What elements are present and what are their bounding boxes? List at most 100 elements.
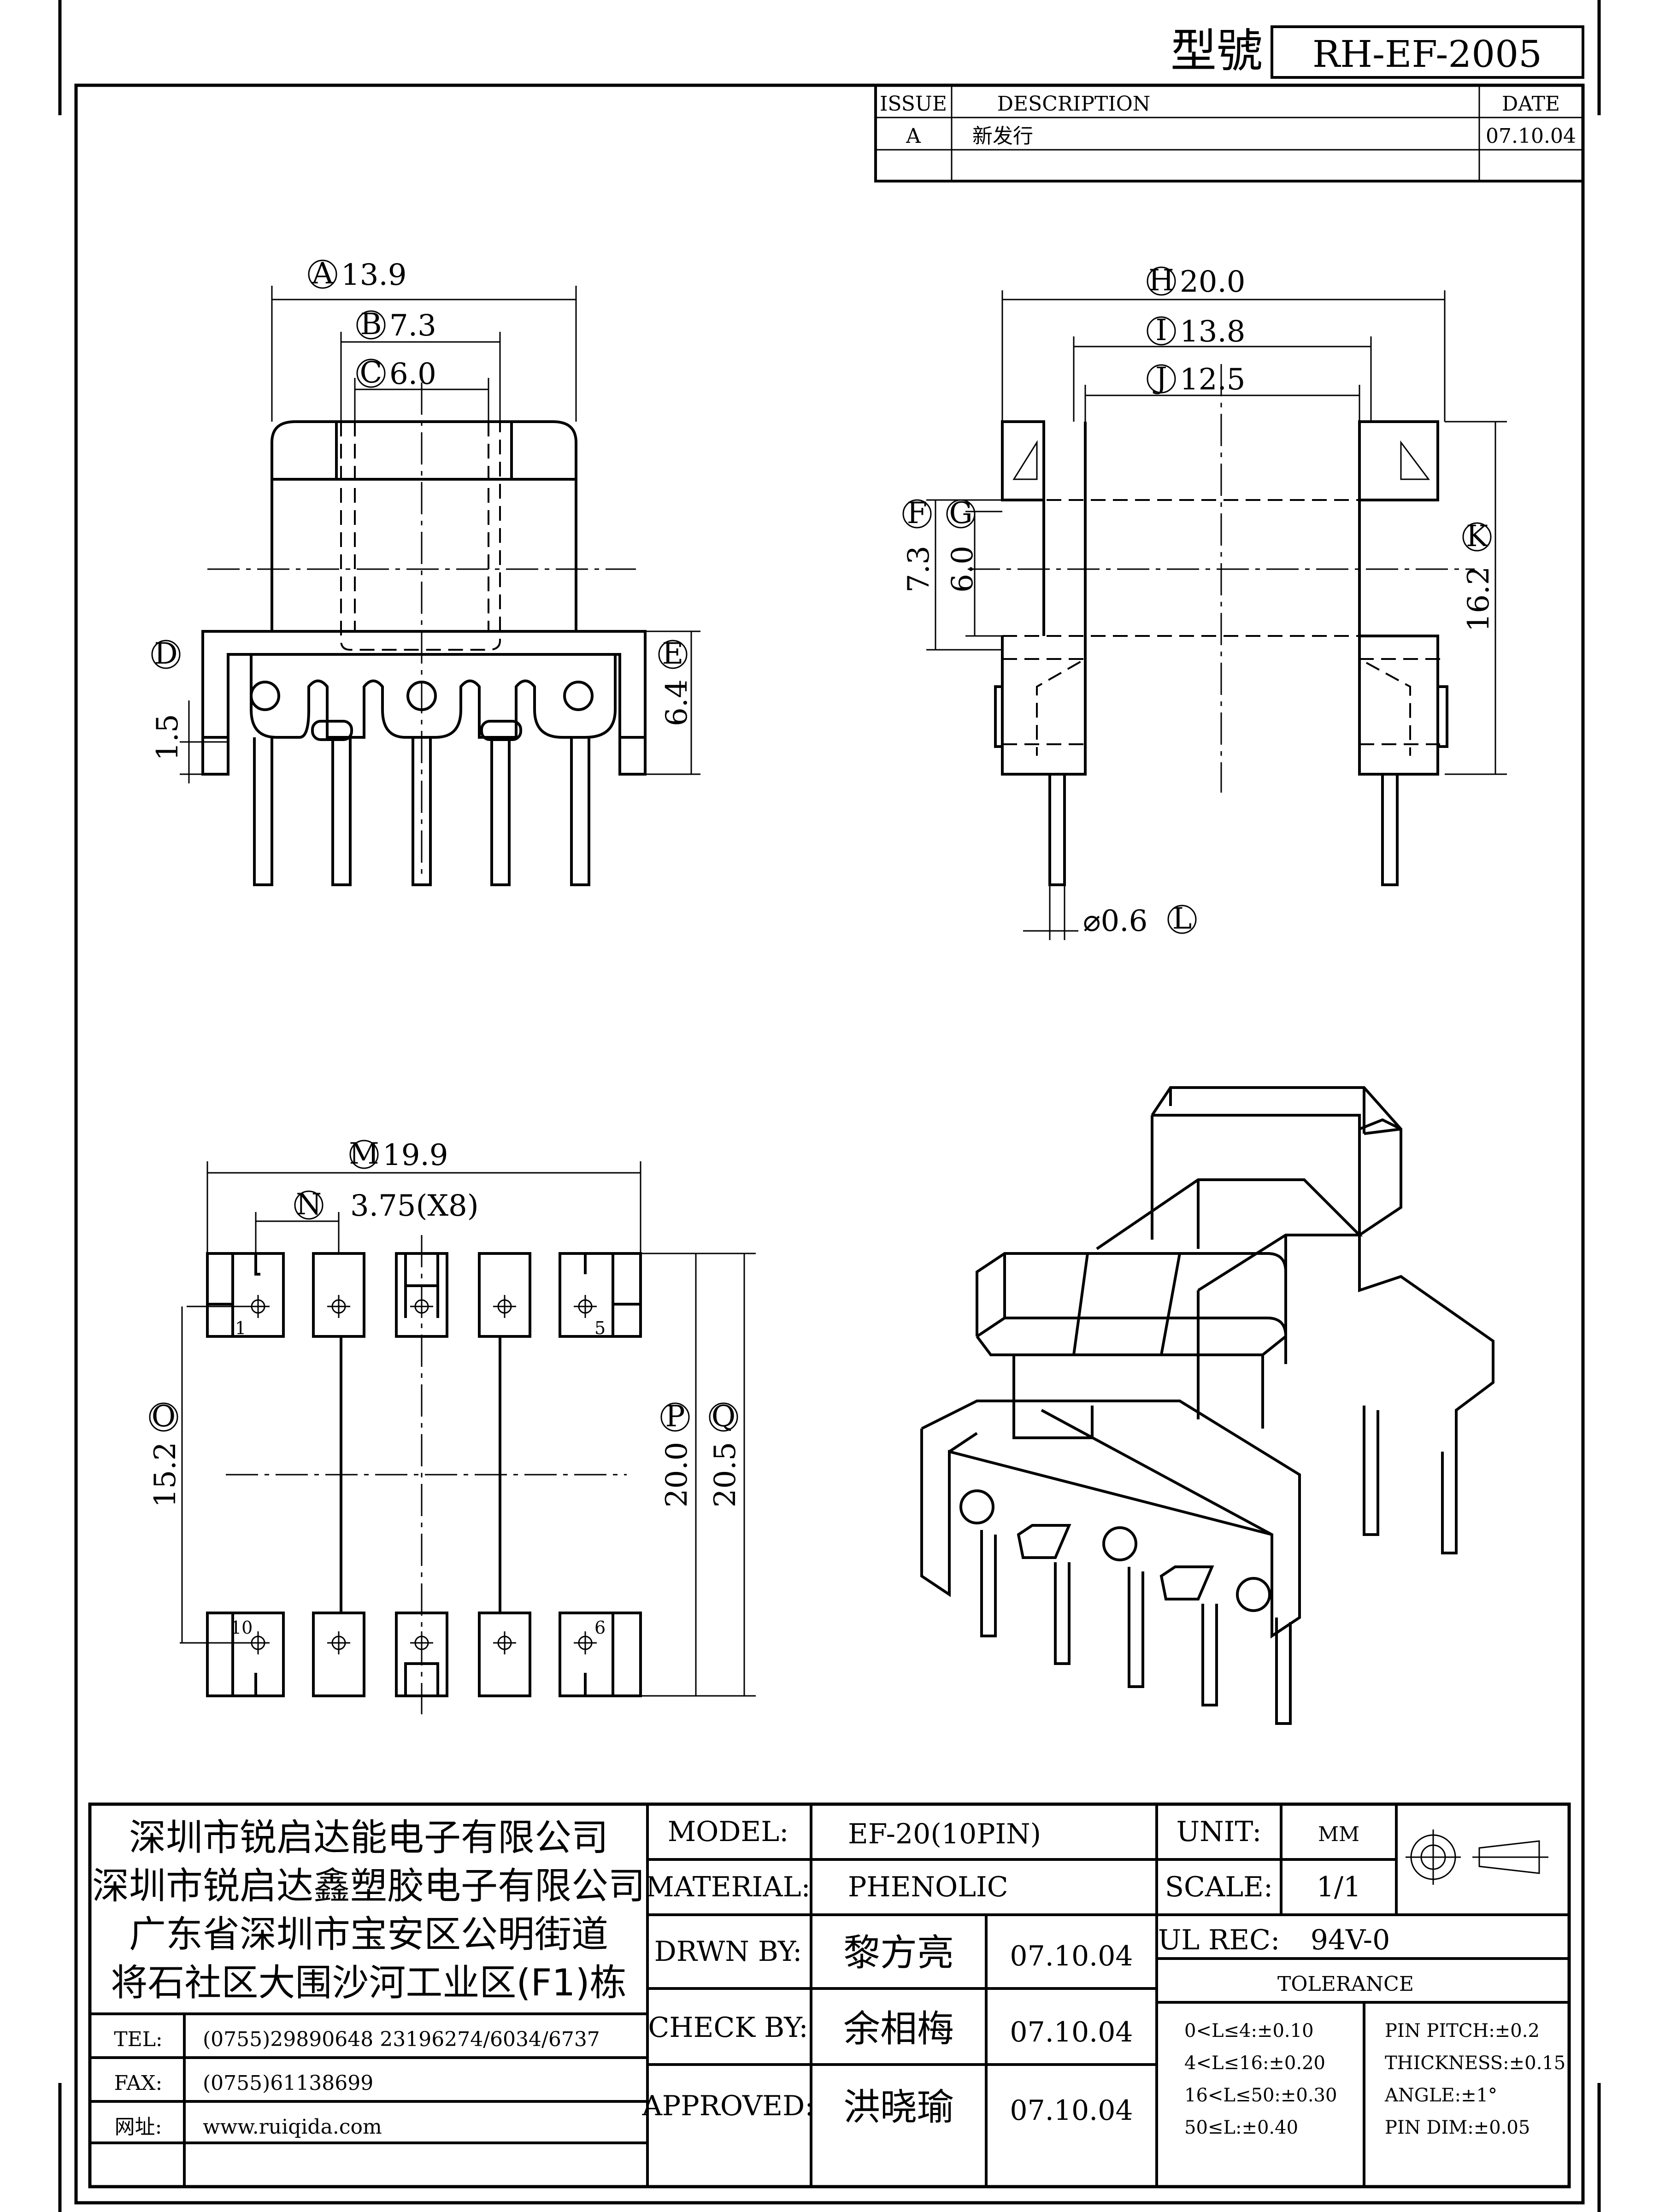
tel-label: TEL: — [114, 2028, 163, 2051]
svg-text:O: O — [152, 1400, 176, 1434]
pin-label-5: 5 — [594, 1318, 606, 1338]
svg-text:Q: Q — [712, 1400, 735, 1434]
svg-text:N: N — [296, 1188, 322, 1222]
svg-text:G: G — [949, 496, 972, 530]
web-value: www.ruiqida.com — [203, 2115, 382, 2139]
svg-text:12.5: 12.5 — [1180, 363, 1246, 397]
tol-right-2: THICKNESS:±0.15 — [1385, 2053, 1565, 2074]
drawn-date: 07.10.04 — [1010, 1940, 1133, 1972]
fax-label: FAX: — [114, 2071, 163, 2095]
svg-text:20.0: 20.0 — [1180, 265, 1246, 299]
unit-tolerance-block: UNIT: MM SCALE: 1/1 UL REC: 94V-0 TOLERA… — [1157, 1804, 1569, 2187]
tol-left-3: 16<L≤50:±0.30 — [1184, 2085, 1337, 2106]
company-block: 深圳市锐启达能电子有限公司 深圳市锐启达鑫塑胶电子有限公司 广东省深圳市宝安区公… — [88, 1803, 649, 2187]
dim-P: P 20.0 — [660, 1400, 694, 1507]
model-header-number: RH-EF-2005 — [1312, 33, 1542, 76]
revision-col-date: DATE — [1502, 92, 1560, 116]
side-view-dimensions: H 20.0 I 13.8 J 12.5 F 7.3 G 6.0 — [902, 264, 1507, 940]
company-line-2: 深圳市锐启达鑫塑胶电子有限公司 — [92, 1865, 645, 1907]
svg-text:K: K — [1466, 519, 1488, 553]
dim-Q: Q 20.5 — [708, 1400, 742, 1507]
svg-text:20.5: 20.5 — [708, 1442, 742, 1508]
tel-value: (0755)29890648 23196274/6034/6737 — [203, 2028, 600, 2051]
svg-text:7.3: 7.3 — [902, 546, 936, 593]
svg-text:20.0: 20.0 — [660, 1442, 694, 1508]
dim-C: C 6.0 — [356, 356, 436, 391]
bottom-view: 1 5 10 6 — [206, 1235, 642, 1714]
svg-text:3.75(X8): 3.75(X8) — [350, 1189, 479, 1223]
front-view — [201, 382, 647, 886]
pin-label-10: 10 — [230, 1618, 253, 1638]
pin-label-1: 1 — [235, 1318, 246, 1338]
check-label: CHECK BY: — [648, 2012, 808, 2044]
svg-text:15.2: 15.2 — [148, 1442, 182, 1508]
material-value: PHENOLIC — [848, 1871, 1008, 1903]
side-view — [968, 364, 1475, 886]
ul-label: UL REC: — [1158, 1924, 1280, 1956]
dim-H: H 20.0 — [1147, 264, 1246, 299]
dim-D: D 1.5 — [151, 637, 185, 761]
svg-text:1.5: 1.5 — [151, 714, 185, 761]
model-value: EF-20(10PIN) — [848, 1818, 1041, 1850]
tol-left-2: 4<L≤16:±0.20 — [1184, 2053, 1325, 2074]
projection-symbol-icon — [1406, 1830, 1548, 1885]
svg-text:19.9: 19.9 — [382, 1138, 448, 1172]
dim-F: F 7.3 — [902, 496, 936, 593]
check-date: 07.10.04 — [1010, 2016, 1133, 2048]
svg-text:J: J — [1153, 361, 1167, 395]
svg-text:M: M — [349, 1137, 379, 1171]
dim-L: ⌀0.6 L — [1083, 902, 1197, 938]
unit-value: MM — [1318, 1823, 1359, 1846]
svg-text:F: F — [907, 496, 927, 530]
scale-value: 1/1 — [1317, 1871, 1361, 1903]
model-header: 型號 RH-EF-2005 — [1171, 24, 1584, 79]
svg-text:6.0: 6.0 — [389, 357, 436, 391]
bottom-view-dimensions: M 19.9 N 3.75(X8) O 15.2 P 20.0 Q 20.5 — [148, 1137, 756, 1697]
dim-B: B 7.3 — [356, 307, 436, 343]
company-line-3: 广东省深圳市宝安区公明街道 — [129, 1913, 608, 1956]
svg-text:C: C — [360, 356, 382, 390]
svg-text:I: I — [1155, 313, 1167, 347]
svg-text:H: H — [1148, 264, 1174, 298]
svg-text:⌀0.6: ⌀0.6 — [1083, 904, 1147, 938]
tolerance-label: TOLERANCE — [1277, 1972, 1414, 1996]
svg-text:A: A — [312, 257, 334, 291]
drawn-label: DRWN BY: — [654, 1936, 802, 1968]
revision-date: 07.10.04 — [1486, 124, 1576, 148]
model-label: MODEL: — [668, 1816, 789, 1848]
dim-N: N 3.75(X8) — [294, 1188, 479, 1223]
svg-text:E: E — [662, 637, 684, 671]
scale-label: SCALE: — [1165, 1871, 1273, 1903]
isometric-view — [920, 1086, 1494, 1725]
dim-O: O 15.2 — [148, 1400, 182, 1507]
revision-col-issue: ISSUE — [880, 92, 947, 116]
approved-name: 洪晓瑜 — [843, 2086, 954, 2129]
dim-M: M 19.9 — [349, 1137, 448, 1172]
fax-value: (0755)61138699 — [203, 2071, 373, 2095]
tol-left-4: 50≤L:±0.40 — [1184, 2117, 1298, 2138]
svg-text:D: D — [154, 637, 177, 671]
pin-label-6: 6 — [594, 1618, 606, 1638]
dim-J: J 12.5 — [1147, 361, 1246, 397]
svg-text:16.2: 16.2 — [1462, 566, 1496, 632]
revision-table: ISSUE DESCRIPTION DATE A 新发行 07.10.04 — [874, 84, 1584, 182]
check-name: 余相梅 — [843, 2007, 954, 2050]
svg-text:13.8: 13.8 — [1180, 315, 1246, 349]
dim-K: K 16.2 — [1462, 519, 1496, 632]
svg-text:6.0: 6.0 — [946, 546, 980, 593]
svg-text:P: P — [665, 1400, 685, 1434]
tol-right-3: ANGLE:±1° — [1384, 2085, 1497, 2106]
approved-date: 07.10.04 — [1010, 2094, 1133, 2127]
svg-text:L: L — [1172, 902, 1192, 936]
title-block: 深圳市锐启达能电子有限公司 深圳市锐启达鑫塑胶电子有限公司 广东省深圳市宝安区公… — [88, 1802, 1571, 2188]
svg-text:B: B — [360, 307, 382, 341]
dim-E: E 6.4 — [658, 637, 694, 726]
revision-description: 新发行 — [972, 124, 1033, 148]
model-material-block: MODEL: EF-20(10PIN) MATERIAL: PHENOLIC D… — [642, 1804, 1158, 2187]
web-label: 网址: — [115, 2115, 162, 2139]
drawing-frame — [74, 83, 1585, 2205]
drawn-name: 黎方亮 — [843, 1931, 954, 1974]
tol-right-4: PIN DIM:±0.05 — [1385, 2117, 1530, 2138]
revision-col-description: DESCRIPTION — [997, 92, 1151, 116]
